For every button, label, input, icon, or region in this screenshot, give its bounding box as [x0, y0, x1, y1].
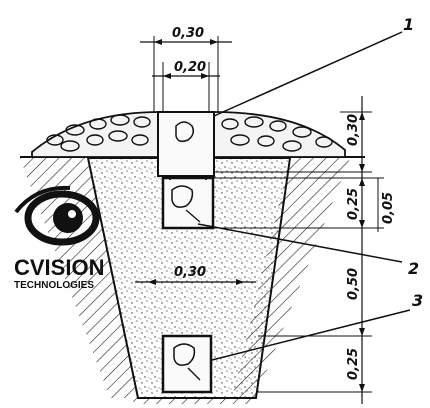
callout-2: 2 [408, 259, 419, 278]
mid-dimension [135, 279, 256, 285]
pipe-column [157, 111, 215, 394]
callout-leaders [197, 31, 411, 361]
watermark-sub: TECHNOLOGIES [14, 280, 94, 291]
dim-mid-width: 0,30 [174, 265, 206, 280]
dim-stone-layer: 0,30 [346, 114, 361, 146]
dim-top-outer: 0,30 [172, 26, 204, 41]
top-dimensions [140, 36, 232, 112]
callout-3: 3 [412, 291, 423, 310]
watermark-name: CVISION [14, 255, 104, 280]
vertical-dimensions [214, 96, 384, 404]
dim-upper-block: 0,25 [346, 188, 361, 220]
dim-top-inner: 0,20 [174, 60, 206, 75]
dim-middle: 0,50 [346, 268, 361, 300]
dim-gap: 0,05 [381, 192, 396, 224]
callout-1: 1 [403, 15, 414, 34]
dim-lower-block: 0,25 [346, 348, 361, 380]
watermark-logo: CVISION TECHNOLOGIES [14, 185, 104, 291]
